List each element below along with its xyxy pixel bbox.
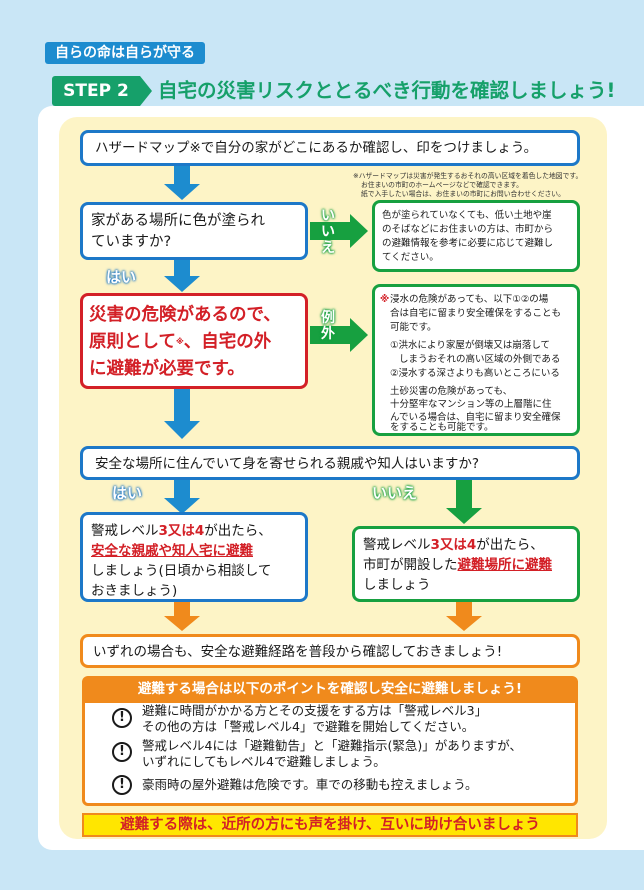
right-result-line1: 警戒レベル3又は4が出たら、 <box>363 535 544 555</box>
right-result-line3: しましょう <box>363 577 431 593</box>
question-colored-area-line2: ていますか? <box>91 234 172 250</box>
step-badge: STEP 2 <box>52 76 140 106</box>
arrow-right-icon <box>310 326 350 344</box>
no-color-advice-line4: てください。 <box>382 252 439 263</box>
exception-item2: ②浸水する深さよりも高いところにいる <box>390 368 560 379</box>
right-alert-level: 警戒レベル <box>363 537 431 553</box>
no-color-advice-line3: の避難情報を参考に必要に応じて避難し <box>382 238 554 249</box>
hazard-note-1: ※ハザードマップは災害が発生するおそれの高い区域を着色した地図です。 <box>353 172 583 180</box>
danger-outside: 、自宅の外 <box>183 332 272 352</box>
left-result-line3: しましょう(日頃から相談して <box>91 563 272 579</box>
exception-line6: んでいる場合は、自宅に留まり安全確保 <box>390 412 561 423</box>
point-2-line2: いずれにしてもレベル4で避難しましょう。 <box>142 754 386 769</box>
exception-line7: をすることも可能です。 <box>390 422 494 433</box>
no-color-advice-line1: 色が塗られていなくても、低い土地や崖 <box>382 210 552 221</box>
arrow-down-icon <box>164 498 200 514</box>
question-colored-area-line1: 家がある場所に色が塗られ <box>91 213 265 229</box>
shelter-evacuation-box: 警戒レベル3又は4が出たら、 市町が開設した避難場所に避難 しましょう <box>352 526 580 602</box>
danger-line2: 原則として※、自宅の外 <box>89 329 271 355</box>
arrow-down-icon <box>164 616 200 631</box>
right-opened-by-city: 市町が開設した <box>363 557 458 573</box>
arrow-down-icon <box>174 260 190 276</box>
arrow-down-icon <box>174 602 190 616</box>
exception-mark: ※ <box>380 294 390 305</box>
exclamation-icon: ! <box>112 742 132 762</box>
exception-box: ※ 浸水の危険があっても、以下①②の場 合は自宅に留まり安全確保をすることも 可… <box>372 284 580 436</box>
hazard-note-3: 紙で入手したい場合は、お住まいの市町にお問い合わせください。 <box>361 190 565 198</box>
danger-principle: 原則として <box>89 332 176 352</box>
arrow-down-icon <box>456 602 472 616</box>
left-result-line4: おきましょう) <box>91 583 178 599</box>
question-hazard-map-text: ハザードマップ※で自分の家がどこにあるか確認し、印をつけましょう。 <box>95 140 538 156</box>
left-result-line1: 警戒レベル3又は4が出たら、 <box>91 521 272 541</box>
arrow-right-icon <box>310 222 350 240</box>
point-3-line1: 豪雨時の屋外避難は危険です。車での移動も控えましょう。 <box>142 777 478 792</box>
exception-line2: 合は自宅に留まり安全確保をすることも <box>390 308 562 319</box>
page-title: 自宅の災害リスクととるべき行動を確認しましょう! <box>158 79 616 102</box>
right-result-line2: 市町が開設した避難場所に避難 <box>363 555 552 575</box>
final-route-check: いずれの場合も、安全な避難経路を普段から確認しておきましょう! <box>80 634 580 668</box>
left-alert-trigger: が出たら、 <box>204 523 272 539</box>
right-alert-level-value: 3又は4 <box>430 537 477 553</box>
question-hazard-map: ハザードマップ※で自分の家がどこにあるか確認し、印をつけましょう。 <box>80 130 580 166</box>
exception-line3: 可能です。 <box>390 322 437 333</box>
points-body <box>82 700 578 806</box>
no2-label: いいえ <box>372 484 418 502</box>
point-2-line1: 警戒レベル4には「避難勧告」と「避難指示(緊急)」がありますが、 <box>142 738 522 753</box>
no-color-advice-line2: のそばなどにお住まいの方は、市町から <box>382 224 554 235</box>
danger-line3: に避難が必要です。 <box>89 356 245 382</box>
right-alert-trigger: が出たら、 <box>476 537 544 553</box>
no-label: いいえ <box>321 208 335 256</box>
final-route-check-text: いずれの場合も、安全な避難経路を普段から確認しておきましょう! <box>93 644 503 660</box>
arrow-down-icon <box>164 421 200 439</box>
points-title: 避難する場合は以下のポイントを確認し安全に避難しましょう! <box>82 676 578 702</box>
point-1-line2: その他の方は「警戒レベル4」で避難を開始してください。 <box>142 719 475 734</box>
arrow-down-icon <box>164 184 200 200</box>
arrow-down-icon <box>446 508 482 524</box>
no-color-advice: 色が塗られていなくても、低い土地や崖 のそばなどにお住まいの方は、市町から の避… <box>372 200 580 272</box>
question-colored-area: 家がある場所に色が塗られ ていますか? <box>80 202 308 260</box>
relatives-evacuation-box: 警戒レベル3又は4が出たら、 安全な親戚や知人宅に避難 しましょう(日頃から相談… <box>80 512 308 602</box>
right-shelter: 避難場所に避難 <box>457 557 553 573</box>
danger-note-mark: ※ <box>175 337 184 346</box>
exception-line4: 土砂災害の危険があっても、 <box>390 386 513 397</box>
exception-item1a: ①洪水により家屋が倒壊又は崩落して <box>390 340 551 351</box>
step-arrow-icon <box>140 76 152 106</box>
point-1-line1: 避難に時間がかかる方とその支援をする方は「警戒レベル3」 <box>142 703 488 718</box>
question-relatives-text: 安全な場所に住んでいて身を寄せられる親戚や知人はいますか? <box>95 456 480 472</box>
exclamation-icon: ! <box>112 708 132 728</box>
yes-label: はい <box>106 268 137 286</box>
left-alert-level: 警戒レベル <box>91 523 159 539</box>
danger-evacuate-box: 災害の危険があるので、 原則として※、自宅の外 に避難が必要です。 <box>80 293 308 389</box>
arrow-down-icon <box>164 276 200 292</box>
exception-item1b: しまうおそれの高い区域の外側である <box>399 354 561 365</box>
arrow-down-icon <box>446 616 482 631</box>
danger-necessary: が必要です。 <box>141 359 245 379</box>
exception-line5: 十分堅牢なマンション等の上層階に住 <box>390 399 552 410</box>
question-relatives: 安全な場所に住んでいて身を寄せられる親戚や知人はいますか? <box>80 446 580 480</box>
danger-line1: 災害の危険があるので、 <box>89 305 281 325</box>
hazard-note-2: お住まいの市町のホームページなどで確認できます。 <box>361 181 523 189</box>
section-tag: 自らの命は自らが守る <box>45 42 205 64</box>
arrow-right-icon <box>350 214 368 248</box>
arrow-down-icon <box>174 166 190 184</box>
arrow-down-icon <box>456 480 472 508</box>
exception-label: 例外 <box>321 310 335 342</box>
yes2-label: はい <box>112 484 143 502</box>
exclamation-icon: ! <box>112 775 132 795</box>
slogan-banner: 避難する際は、近所の方にも声を掛け、互いに助け合いましょう <box>82 813 578 837</box>
danger-evacuation: に避難 <box>89 359 142 379</box>
arrow-right-icon <box>350 318 368 352</box>
left-alert-level-value: 3又は4 <box>158 523 205 539</box>
exception-line1: 浸水の危険があっても、以下①②の場 <box>390 294 549 305</box>
left-result-line2: 安全な親戚や知人宅に避難 <box>91 543 253 559</box>
arrow-down-icon <box>174 480 190 498</box>
arrow-down-icon <box>174 389 190 421</box>
